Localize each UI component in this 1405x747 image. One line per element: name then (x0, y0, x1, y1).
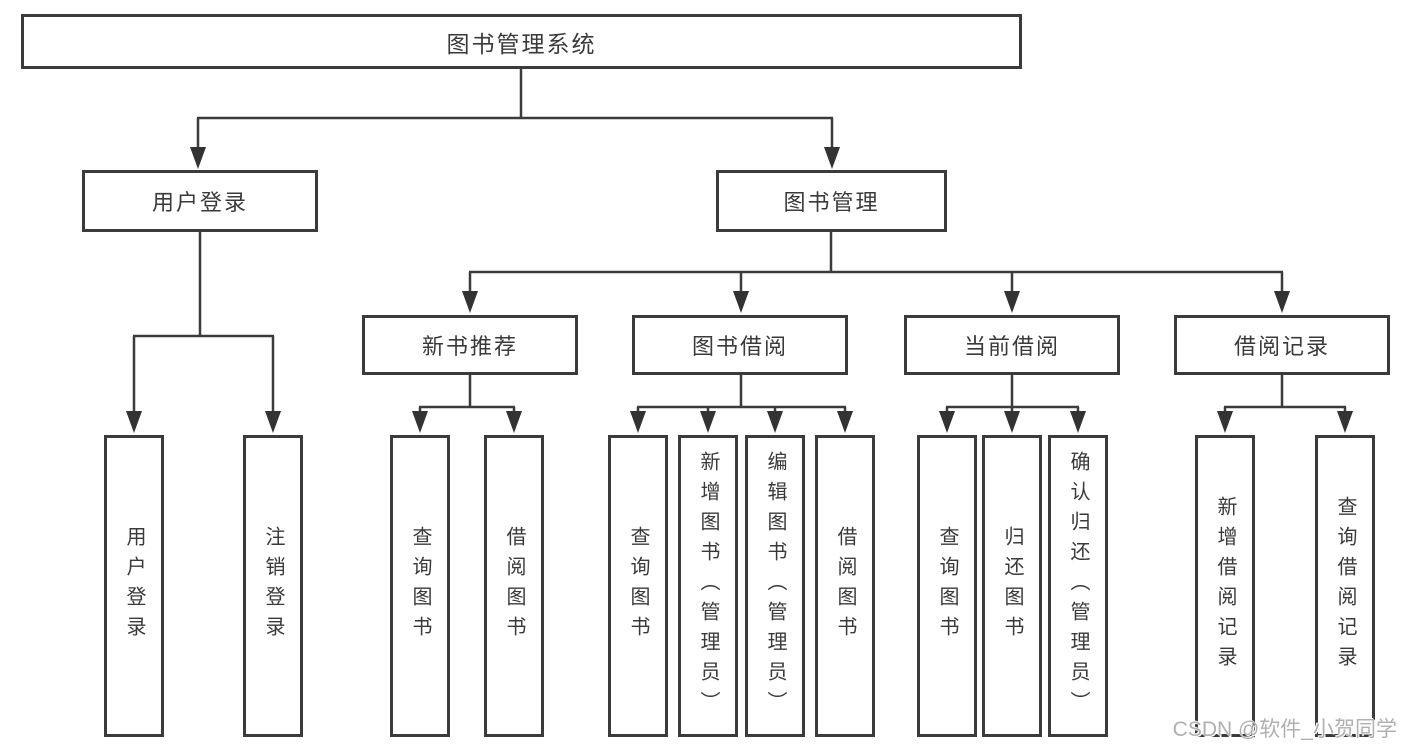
node-label: 用户登录 (151, 190, 248, 215)
leaf-label: 新增借阅记录 (1214, 496, 1236, 676)
node-label: 当前借阅 (963, 334, 1060, 359)
node-book-borrow: 图书借阅 (632, 315, 848, 375)
leaf-add-borrow-record: 新增借阅记录 (1195, 435, 1255, 737)
leaf-label: 查询图书 (409, 526, 431, 646)
leaf-label: 查询借阅记录 (1334, 496, 1356, 676)
leaf-label: 确认归还（管理员） (1067, 451, 1089, 721)
leaf-add-books-admin: 新增图书（管理员） (678, 435, 738, 737)
node-label: 图书管理 (783, 190, 880, 215)
leaf-borrow-books: 借阅图书 (815, 435, 875, 737)
node-book-management: 图书管理 (716, 170, 947, 232)
leaf-query-borrow-record: 查询借阅记录 (1315, 435, 1375, 737)
leaf-query-books-borrow: 查询图书 (608, 435, 668, 737)
leaf-query-books-recommend: 查询图书 (390, 435, 450, 737)
node-current-borrow: 当前借阅 (904, 315, 1120, 375)
leaf-confirm-return-admin: 确认归还（管理员） (1048, 435, 1108, 737)
leaf-query-books-current: 查询图书 (917, 435, 977, 737)
node-borrow-records: 借阅记录 (1174, 315, 1390, 375)
leaf-label: 查询图书 (627, 526, 649, 646)
leaf-label: 新增图书（管理员） (697, 451, 719, 721)
leaf-label: 归还图书 (1001, 526, 1023, 646)
leaf-logout: 注销登录 (243, 435, 303, 737)
leaf-borrow-books-recommend: 借阅图书 (484, 435, 544, 737)
leaf-label: 注销登录 (262, 526, 284, 646)
csdn-watermark: CSDN @软件_小贺同学 (1172, 718, 1397, 741)
leaf-label: 借阅图书 (503, 526, 525, 646)
leaf-return-books: 归还图书 (982, 435, 1042, 737)
leaf-label: 编辑图书（管理员） (764, 451, 786, 721)
node-label: 图书借阅 (691, 334, 788, 359)
node-label: 图书管理系统 (446, 30, 597, 57)
node-label: 新书推荐 (421, 334, 518, 359)
leaf-label: 借阅图书 (834, 526, 856, 646)
leaf-label: 用户登录 (123, 526, 145, 646)
node-library-system: 图书管理系统 (21, 14, 1022, 69)
leaf-user-login: 用户登录 (104, 435, 164, 737)
node-user-login: 用户登录 (82, 170, 318, 232)
node-new-book-recommend: 新书推荐 (362, 315, 578, 375)
node-label: 借阅记录 (1233, 334, 1330, 359)
leaf-label: 查询图书 (936, 526, 958, 646)
leaf-edit-books-admin: 编辑图书（管理员） (745, 435, 805, 737)
